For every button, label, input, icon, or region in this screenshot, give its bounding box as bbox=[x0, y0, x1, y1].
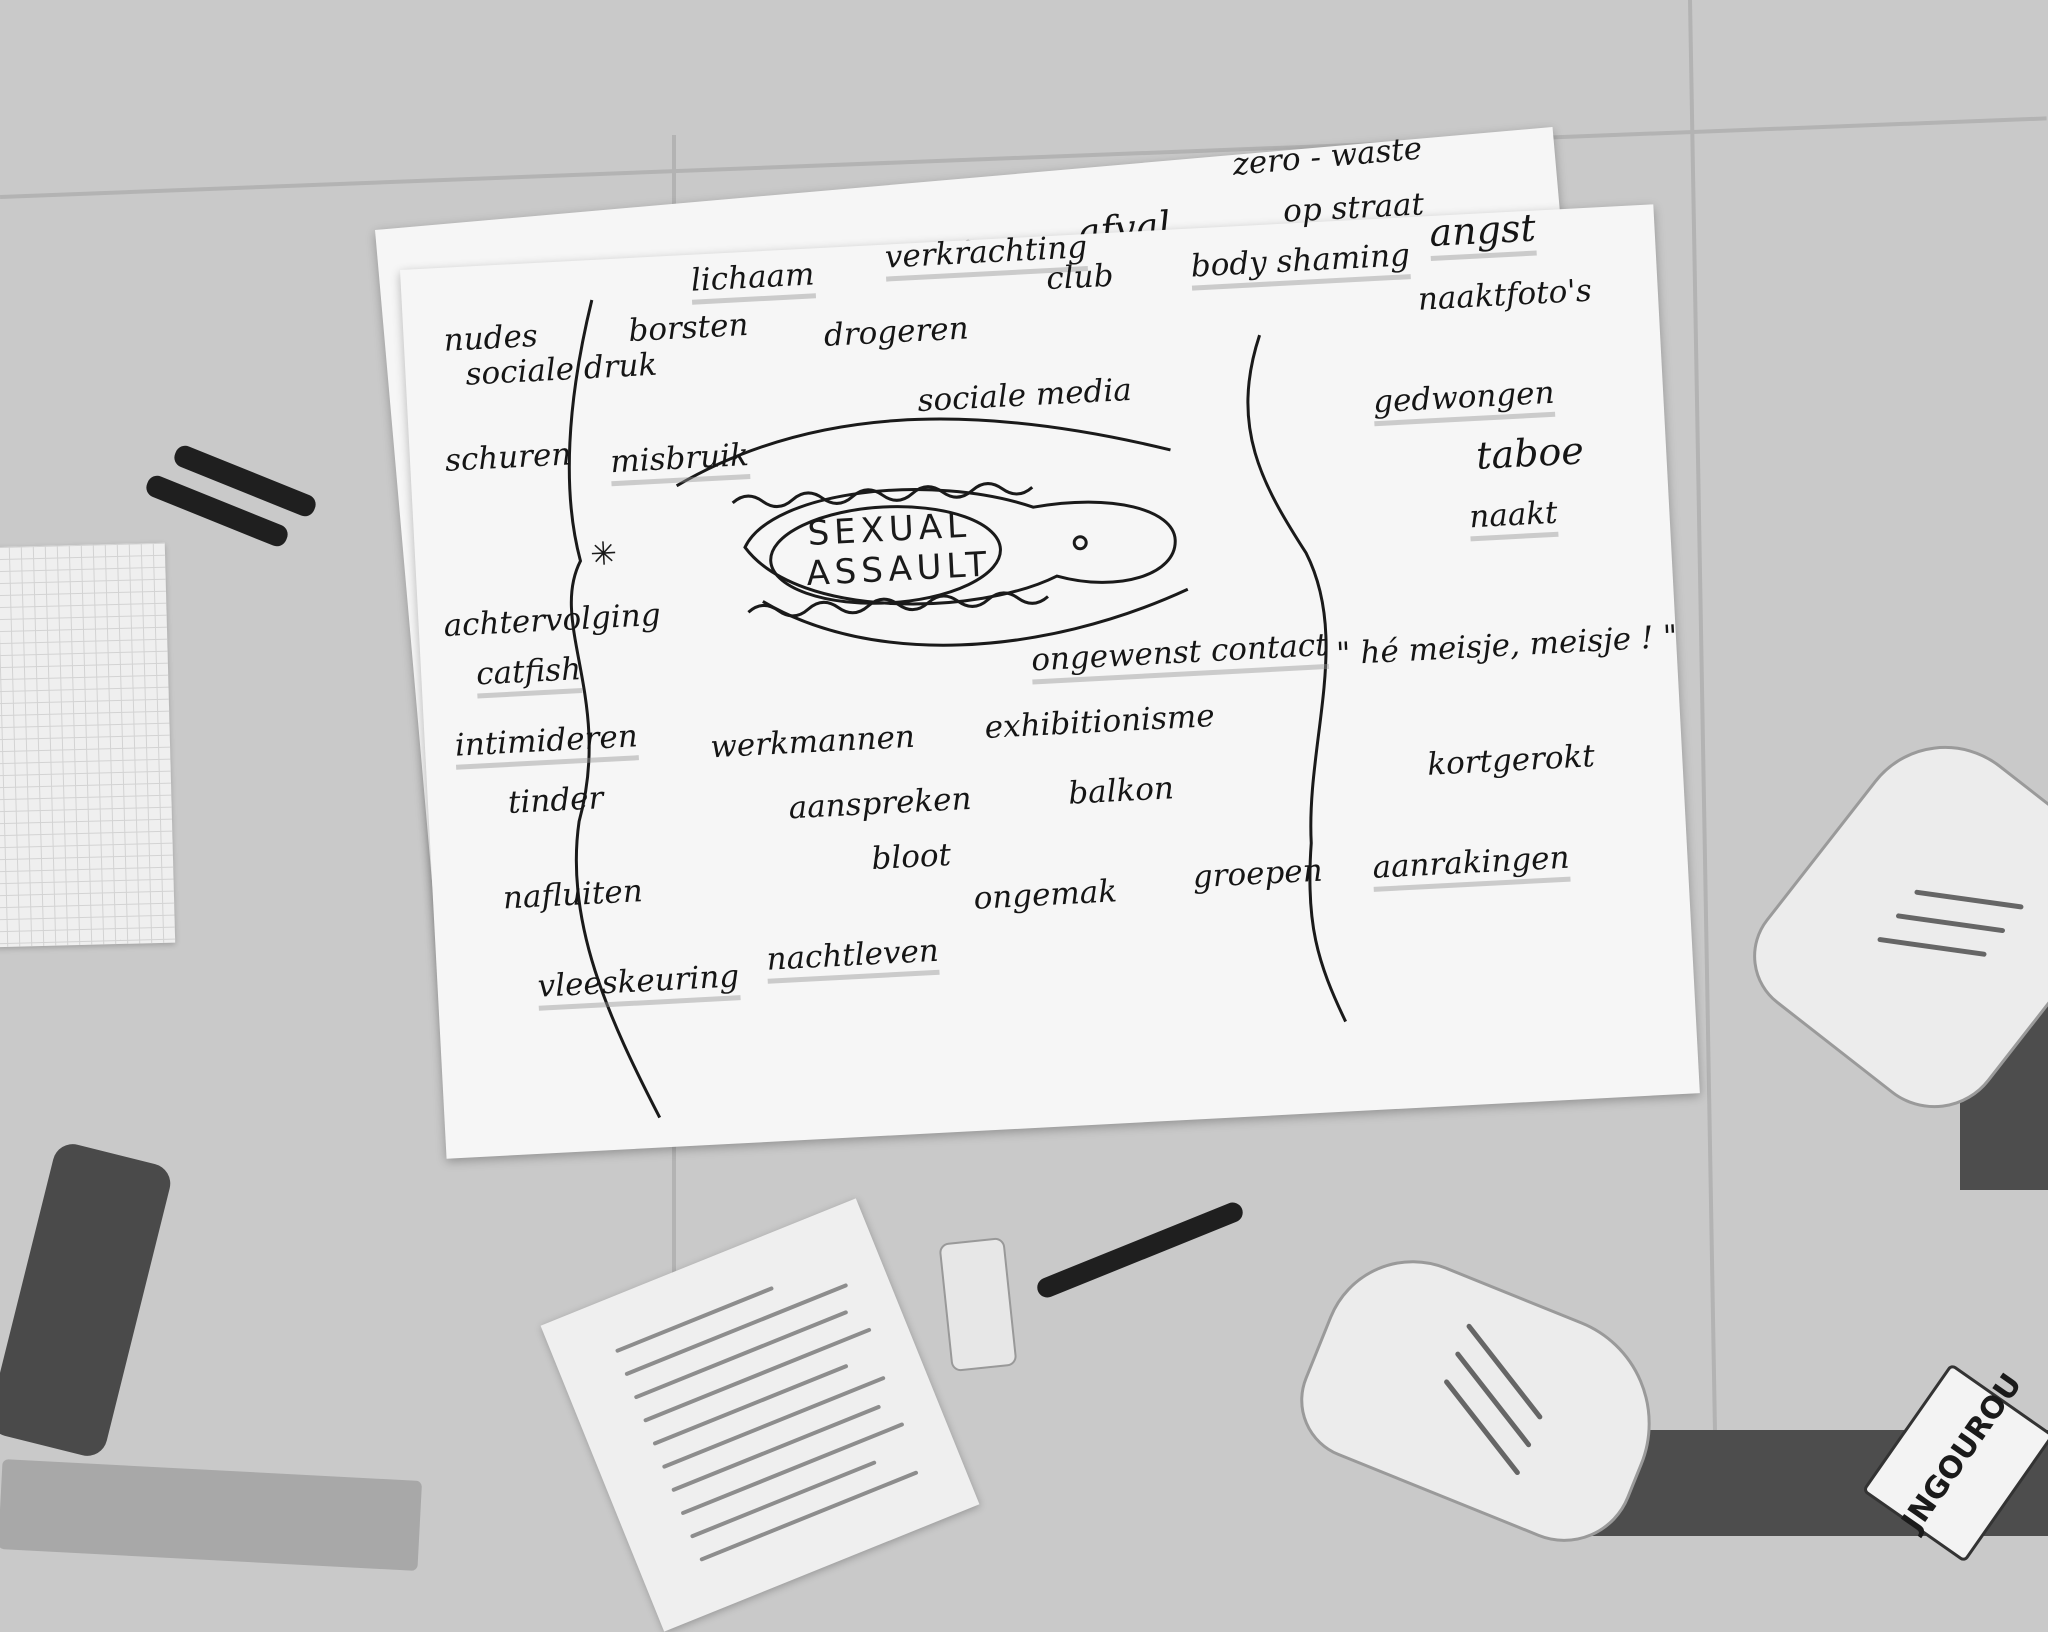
word-drogeren: drogeren bbox=[823, 310, 970, 354]
word-club: club bbox=[1045, 257, 1115, 298]
word-nafluiten: nafluiten bbox=[502, 873, 644, 917]
black-marker bbox=[1034, 1199, 1246, 1301]
document-line bbox=[680, 1421, 905, 1516]
shoe-lace bbox=[1465, 1322, 1544, 1421]
laptop bbox=[0, 1459, 423, 1571]
highlighter-marker bbox=[938, 1236, 1018, 1373]
document-line bbox=[643, 1327, 872, 1423]
document-line bbox=[661, 1375, 886, 1470]
printed-document bbox=[540, 1198, 980, 1632]
pencil-case bbox=[0, 1139, 175, 1461]
shoe-lace bbox=[1454, 1350, 1533, 1449]
inner-oval bbox=[769, 505, 1002, 605]
drop-shape bbox=[743, 488, 1177, 606]
wavy-fold-top bbox=[731, 482, 1034, 509]
poster-drawing: ✳ bbox=[567, 299, 1347, 1119]
asterisk-mark: ✳ bbox=[589, 534, 618, 573]
word-naakt: naakt bbox=[1468, 494, 1559, 542]
small-circle bbox=[1072, 535, 1088, 551]
center-label: SEXUAL ASSAULT bbox=[803, 505, 992, 595]
shoe-lace bbox=[1914, 889, 2024, 910]
word-zero-waste: zero - waste bbox=[1231, 130, 1424, 183]
word-bloot: bloot bbox=[870, 836, 952, 878]
word-groepen: groepen bbox=[1191, 852, 1324, 896]
word-ongemak: ongemak bbox=[972, 873, 1118, 917]
left-bracket-line bbox=[567, 299, 662, 1119]
main-poster-sheet: ✳ SEXUAL ASSAULT lichaam verkrachting op… bbox=[400, 186, 1700, 1159]
shoe-lace bbox=[1877, 936, 1987, 958]
word-schuren: schuren bbox=[444, 436, 573, 479]
word-catfish: catfish bbox=[475, 651, 583, 699]
shoe-lace bbox=[1443, 1378, 1521, 1477]
outer-fold-bottom bbox=[762, 587, 1189, 647]
word-angst: angst bbox=[1428, 205, 1538, 262]
word-misbruik: misbruik bbox=[609, 437, 750, 487]
outer-fold-top bbox=[675, 417, 1171, 488]
document-line bbox=[699, 1470, 919, 1562]
word-balkon: balkon bbox=[1067, 770, 1175, 812]
table-seam-right bbox=[1688, 0, 1719, 1536]
word-op-straat: op straat bbox=[1282, 186, 1425, 230]
document-line bbox=[624, 1282, 849, 1377]
right-bracket-line bbox=[1246, 334, 1347, 1023]
word-lichaam: lichaam bbox=[690, 256, 816, 305]
word-taboe: taboe bbox=[1475, 428, 1585, 478]
word-tinder: tinder bbox=[507, 780, 605, 822]
grid-notepad bbox=[0, 542, 176, 948]
word-borsten: borsten bbox=[627, 306, 750, 350]
shoe-lace bbox=[1895, 913, 2006, 934]
